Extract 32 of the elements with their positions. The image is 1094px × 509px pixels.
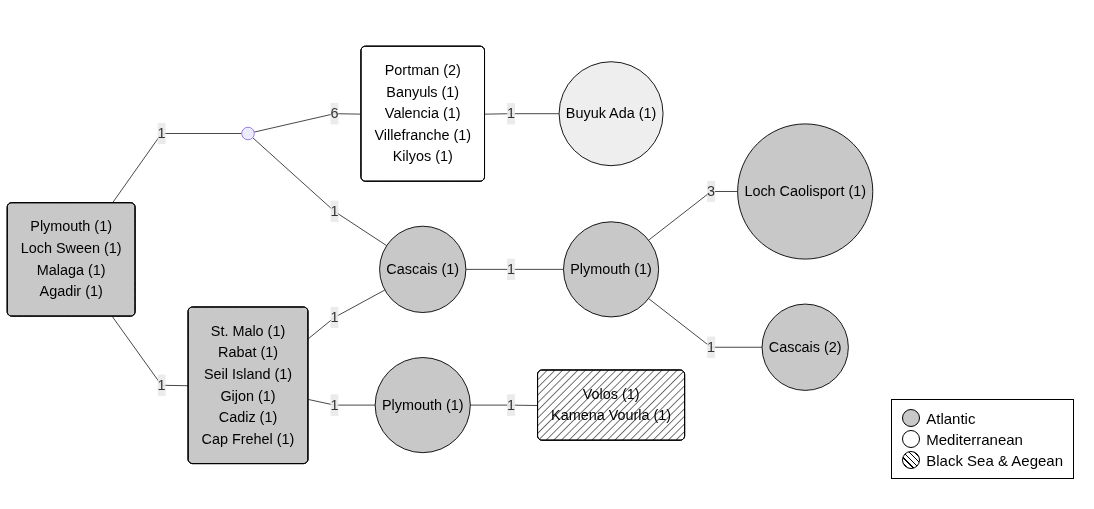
node-circle: Buyuk Ada (1) [558, 60, 664, 166]
edge-label: 1 [330, 396, 339, 412]
legend-label: Atlantic [926, 409, 976, 427]
edge-label: 1 [330, 202, 339, 219]
node-circle: Plymouth (1) [374, 356, 471, 453]
legend-label: Black Sea & Aegean [926, 451, 1063, 469]
connector [307, 289, 386, 339]
edge-label: 1 [157, 125, 166, 141]
connector [648, 297, 763, 348]
edge-label: 1 [157, 376, 166, 393]
connector [253, 112, 362, 133]
connector [648, 190, 739, 241]
edge-label: 1 [507, 105, 516, 121]
connector [307, 398, 376, 406]
connector [252, 136, 388, 246]
node-circle: Loch Caolisport (1) [737, 123, 874, 260]
edge-label: 6 [330, 105, 339, 121]
node-circle: Plymouth (1) [563, 220, 660, 317]
connector [111, 132, 243, 204]
legend-label: Mediterranean [926, 430, 1023, 448]
edge-label: 1 [507, 396, 516, 412]
edge-label: 1 [507, 260, 516, 277]
connector [469, 404, 539, 406]
node-circle [241, 126, 255, 140]
connector [484, 112, 560, 115]
edge-label: 3 [707, 182, 716, 199]
connector [111, 315, 189, 386]
connector [465, 268, 564, 270]
node-circle: Cascais (2) [761, 303, 849, 391]
edge-label: 1 [707, 338, 716, 355]
edge-label: 1 [330, 308, 339, 325]
node-circle: Cascais (1) [379, 225, 467, 313]
